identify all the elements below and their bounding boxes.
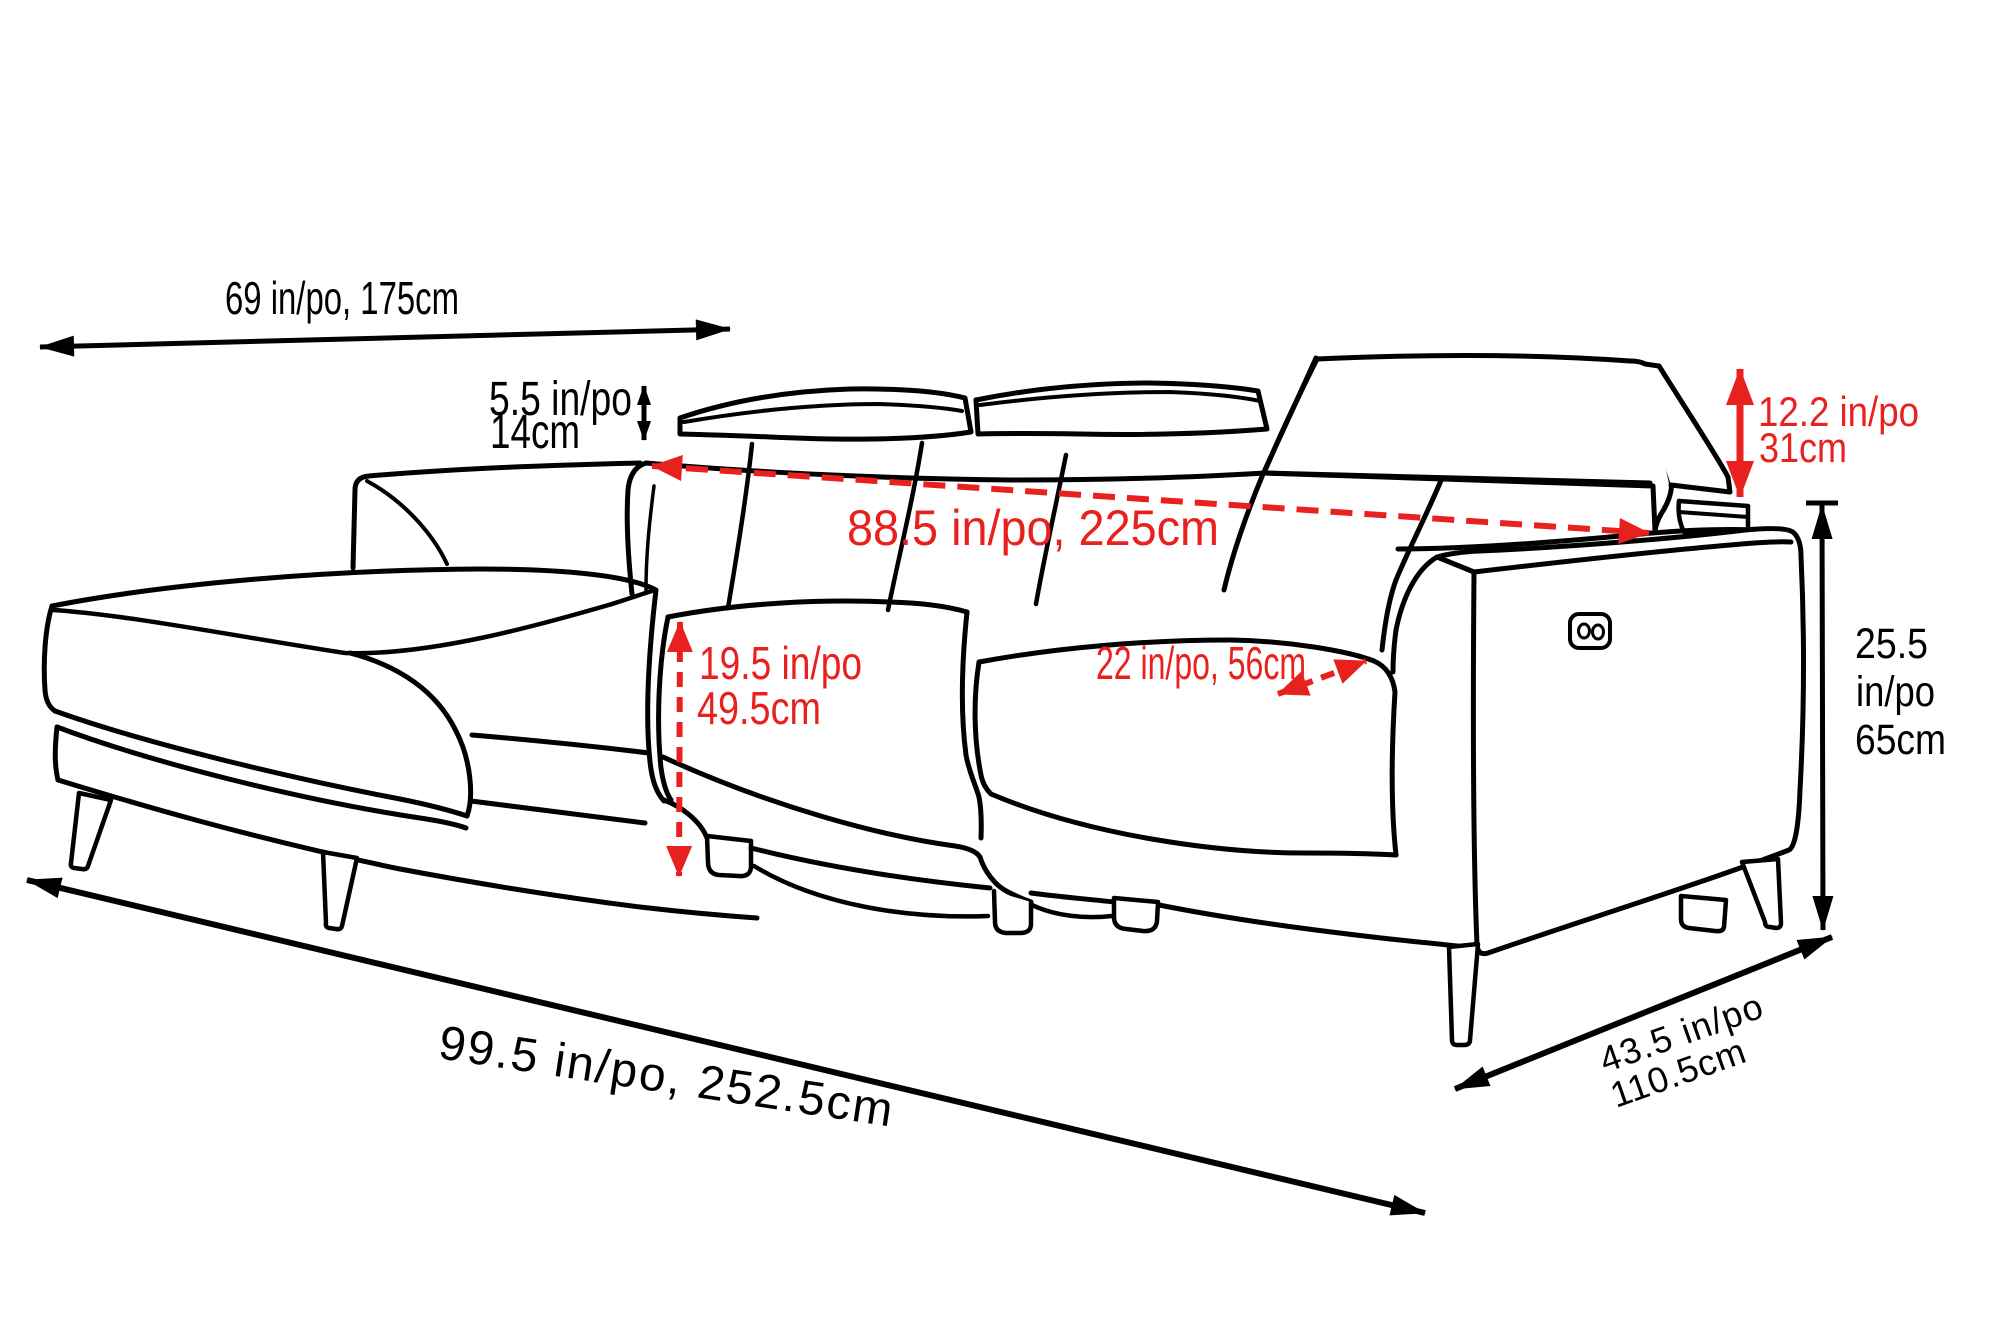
svg-text:12.2 in/po: 12.2 in/po bbox=[1758, 388, 1919, 435]
svg-text:5.5 in/po: 5.5 in/po bbox=[489, 373, 632, 426]
svg-text:31cm: 31cm bbox=[1759, 424, 1847, 471]
svg-text:25.5: 25.5 bbox=[1855, 620, 1928, 668]
svg-text:69 in/po, 175cm: 69 in/po, 175cm bbox=[225, 272, 459, 324]
svg-text:65cm: 65cm bbox=[1855, 716, 1946, 764]
svg-text:in/po: in/po bbox=[1856, 668, 1935, 716]
svg-text:88.5 in/po, 225cm: 88.5 in/po, 225cm bbox=[847, 500, 1219, 556]
svg-text:22 in/po, 56cm: 22 in/po, 56cm bbox=[1096, 637, 1306, 689]
svg-text:14cm: 14cm bbox=[490, 406, 580, 459]
svg-text:49.5cm: 49.5cm bbox=[697, 682, 821, 734]
svg-text:19.5 in/po: 19.5 in/po bbox=[699, 637, 862, 689]
